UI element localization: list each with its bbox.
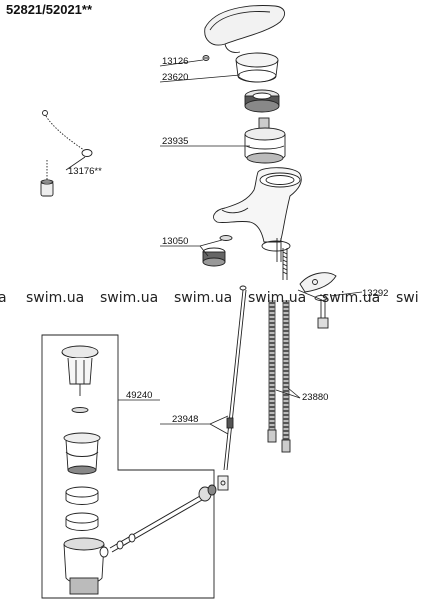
watermark-fragment-left: a: [0, 290, 7, 306]
chain-plug-part: [40, 110, 93, 197]
part-label-13292: 13292: [362, 288, 388, 299]
diagram-title: 52821/52021**: [6, 2, 93, 17]
part-label-23935: 23935: [162, 136, 188, 147]
part-label-49240: 49240: [126, 390, 152, 401]
watermark-text: swim.ua: [174, 290, 233, 306]
part-label-23620: 23620: [162, 72, 188, 83]
drain-set-frame: [41, 334, 215, 599]
leader-lines: [65, 59, 363, 435]
watermark-text: swim.ua: [26, 290, 85, 306]
watermark-text: swim.ua: [322, 290, 381, 306]
aerator-part: [202, 235, 233, 267]
part-label-13176: 13176**: [68, 166, 102, 177]
faucet-body-part: [213, 167, 302, 262]
watermark-text: swim.ua: [100, 290, 159, 306]
drain-set-parts: [61, 345, 229, 595]
cap-ring-part: [235, 52, 279, 83]
watermark-fragment-right: swi: [396, 290, 419, 306]
popup-rod-part: [223, 285, 247, 471]
part-label-13126: 13126: [162, 56, 188, 67]
cartridge-part: [244, 117, 286, 164]
mounting-bracket-part: [299, 272, 337, 329]
faucet-handle-lever: [204, 5, 286, 53]
part-label-13050: 13050: [162, 236, 188, 247]
part-label-23948: 23948: [172, 414, 198, 425]
watermark-text: swim.ua: [248, 290, 307, 306]
screw-part: [202, 55, 210, 61]
threaded-nut-part: [244, 89, 280, 113]
part-label-23880: 23880: [302, 392, 328, 403]
mounting-stud-part: [282, 248, 288, 280]
flex-hoses-part: [267, 300, 291, 453]
